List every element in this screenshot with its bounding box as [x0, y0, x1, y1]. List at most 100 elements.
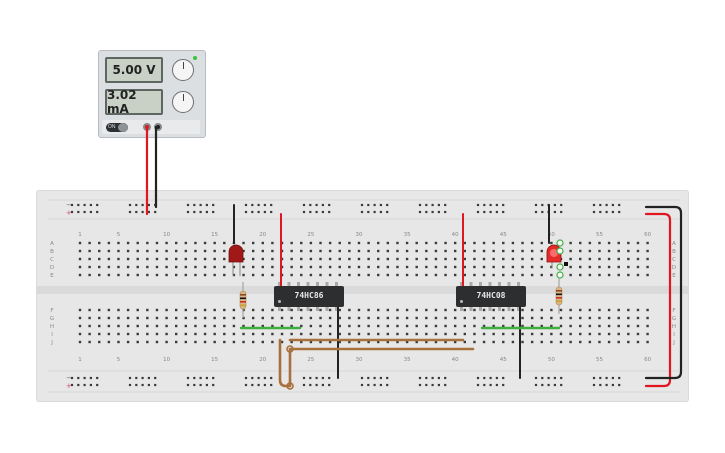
hole: [319, 273, 322, 277]
hole: [607, 324, 611, 328]
column-number: 50: [548, 232, 555, 238]
hole: [444, 324, 447, 328]
rail-hole: [96, 383, 99, 387]
rail-hole: [270, 376, 273, 380]
resistor-band: [556, 293, 562, 296]
rail-hole: [425, 203, 428, 207]
power-supply[interactable]: 5.00 V 3.02 mA ON: [98, 50, 206, 138]
hole: [271, 332, 274, 336]
hole: [78, 316, 82, 320]
resistor-2-icon: [555, 286, 563, 306]
rail-hole: [553, 383, 556, 387]
hole: [242, 308, 245, 312]
hole: [309, 273, 313, 277]
hole: [636, 265, 640, 269]
rail-hole: [592, 383, 596, 387]
hole: [550, 308, 553, 312]
breadboard[interactable]: [36, 190, 689, 402]
rail-hole: [605, 383, 608, 387]
connection-indicator-icon: [556, 263, 564, 271]
voltage-knob[interactable]: [172, 59, 194, 81]
hole: [232, 324, 236, 328]
hole: [348, 308, 351, 312]
hole: [617, 265, 620, 269]
hole: [213, 241, 216, 245]
hole: [290, 241, 293, 245]
hole: [88, 340, 91, 344]
hole: [232, 316, 236, 320]
rail-hole: [302, 383, 306, 387]
hole: [588, 324, 592, 328]
rail-hole: [257, 203, 260, 207]
hole: [136, 241, 139, 245]
hole: [396, 241, 399, 245]
hole: [223, 308, 226, 312]
hole: [251, 273, 255, 277]
power-switch[interactable]: [106, 123, 128, 132]
rail-hole: [553, 376, 556, 380]
hole: [136, 257, 139, 261]
rail-hole: [96, 376, 99, 380]
hole: [348, 265, 351, 269]
current-knob[interactable]: [172, 91, 194, 113]
rail-hole: [599, 376, 602, 380]
rail-hole: [251, 203, 254, 207]
rail-hole: [431, 203, 434, 207]
hole: [232, 273, 236, 277]
hole: [309, 340, 313, 344]
column-number: 45: [500, 232, 507, 238]
rail-hole: [270, 383, 273, 387]
column-number: 25: [307, 232, 314, 238]
hole: [569, 241, 572, 245]
rail-hole: [128, 203, 132, 207]
hole: [88, 332, 91, 336]
hole: [386, 265, 390, 269]
hole: [165, 340, 168, 344]
hole: [453, 324, 457, 328]
hole: [377, 273, 380, 277]
hole: [627, 257, 630, 261]
row-letter: G: [50, 316, 54, 322]
rail-hole: [476, 376, 480, 380]
hole: [271, 324, 274, 328]
hole: [434, 324, 438, 328]
rail-hole: [599, 383, 602, 387]
hole: [126, 324, 130, 328]
hole: [155, 332, 159, 336]
rail-hole: [257, 383, 260, 387]
rail-hole: [611, 383, 614, 387]
hole: [98, 316, 101, 320]
hole: [78, 265, 82, 269]
hole: [242, 241, 245, 245]
hole: [598, 249, 601, 253]
hole: [377, 332, 380, 336]
hole: [117, 340, 120, 344]
hole: [251, 241, 255, 245]
hole: [434, 241, 438, 245]
chip-74hc08[interactable]: 74HC08: [456, 286, 526, 307]
rail-hole: [431, 376, 434, 380]
hole: [136, 316, 139, 320]
rail-hole: [263, 376, 266, 380]
hole: [300, 265, 303, 269]
rail-hole: [386, 376, 389, 380]
hole: [569, 340, 572, 344]
rail-hole: [605, 210, 608, 214]
hole: [453, 265, 457, 269]
rail-hole: [328, 376, 331, 380]
hole: [646, 257, 649, 261]
hole: [300, 257, 303, 261]
chip-74hc86[interactable]: 74HC86: [274, 286, 344, 307]
hole: [598, 332, 601, 336]
hole: [588, 273, 592, 277]
hole: [453, 316, 457, 320]
rail-hole: [199, 376, 202, 380]
hole: [607, 257, 611, 261]
rail-hole: [437, 376, 440, 380]
hole: [338, 324, 341, 328]
hole: [482, 257, 486, 261]
breadboard-holes: [36, 203, 689, 387]
hole: [617, 324, 620, 328]
rail-hole: [425, 383, 428, 387]
